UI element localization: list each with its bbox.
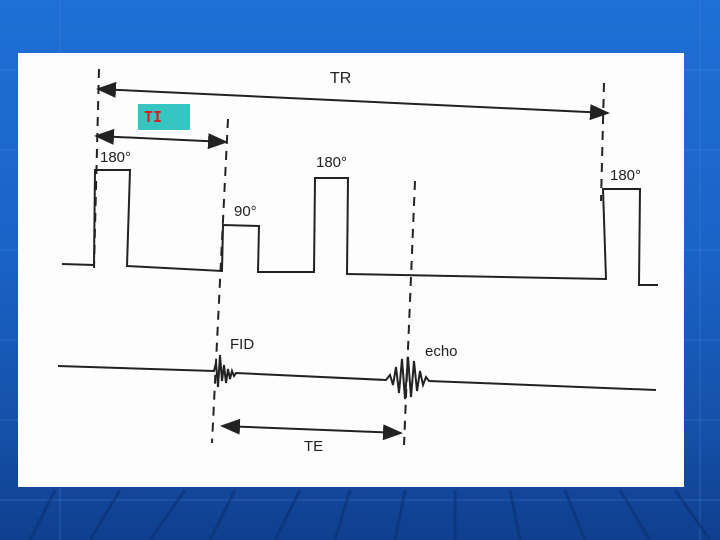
pulse-90-label: 90° [234,203,257,220]
tr-arrow [96,81,610,121]
pulse-180-label-2: 180° [316,154,348,171]
pulse-180-label-1: 180° [100,149,132,166]
ti-label: TI [138,104,190,130]
te-arrow [220,418,403,441]
diagram-panel: TI TR 180° 90° 180° 180° FID echo TE [18,53,684,487]
echo-label: echo [425,343,458,360]
pulse-sequence-diagram [57,68,658,446]
tr-label: TR [330,70,352,87]
te-label: TE [304,438,324,455]
dashed-line-4 [600,82,605,202]
ti-arrow [94,128,228,150]
signal-trace [57,354,657,400]
pulse-180-label-3: 180° [610,167,642,184]
dashed-line-2 [211,118,229,444]
rf-pulse-train [61,169,658,286]
dashed-line-3 [403,180,416,446]
fid-label: FID [230,336,255,353]
